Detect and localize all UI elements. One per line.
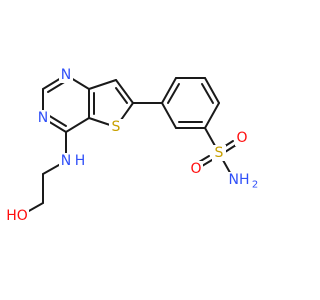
- hydroxyl-oxygen: HO: [6, 208, 28, 224]
- bond: [65, 117, 90, 133]
- bond: [201, 159, 213, 167]
- bond: [167, 83, 180, 104]
- bond: [115, 79, 134, 104]
- bond: [204, 102, 220, 129]
- bond: [47, 114, 67, 127]
- bond: [115, 87, 128, 104]
- thiophene-sulfur: S: [112, 119, 121, 135]
- bond: [201, 83, 214, 104]
- sulfonyl-oxygen-right: O: [236, 130, 247, 146]
- bond: [204, 77, 220, 104]
- sulfonamide-nitrogen: NH: [229, 172, 250, 188]
- molecule-structure: N N S N H HO S O O NH 2: [5, 67, 258, 224]
- amine-nitrogen: N: [61, 153, 71, 169]
- atom-labels: N N S N H HO S O O NH 2: [5, 67, 258, 224]
- sulfonyl-sulfur: S: [215, 145, 224, 161]
- bond: [224, 144, 237, 153]
- pyrimidine-n-top: N: [61, 67, 71, 83]
- bond: [88, 79, 117, 90]
- amine-hydrogen: H: [75, 153, 86, 169]
- pyrimidine-n-left: N: [38, 110, 48, 126]
- bonds: [19, 74, 237, 217]
- sulfonamide-subscript: 2: [252, 180, 258, 191]
- bond: [161, 102, 177, 129]
- sulfonyl-oxygen-left: O: [190, 161, 201, 177]
- bond: [161, 77, 177, 104]
